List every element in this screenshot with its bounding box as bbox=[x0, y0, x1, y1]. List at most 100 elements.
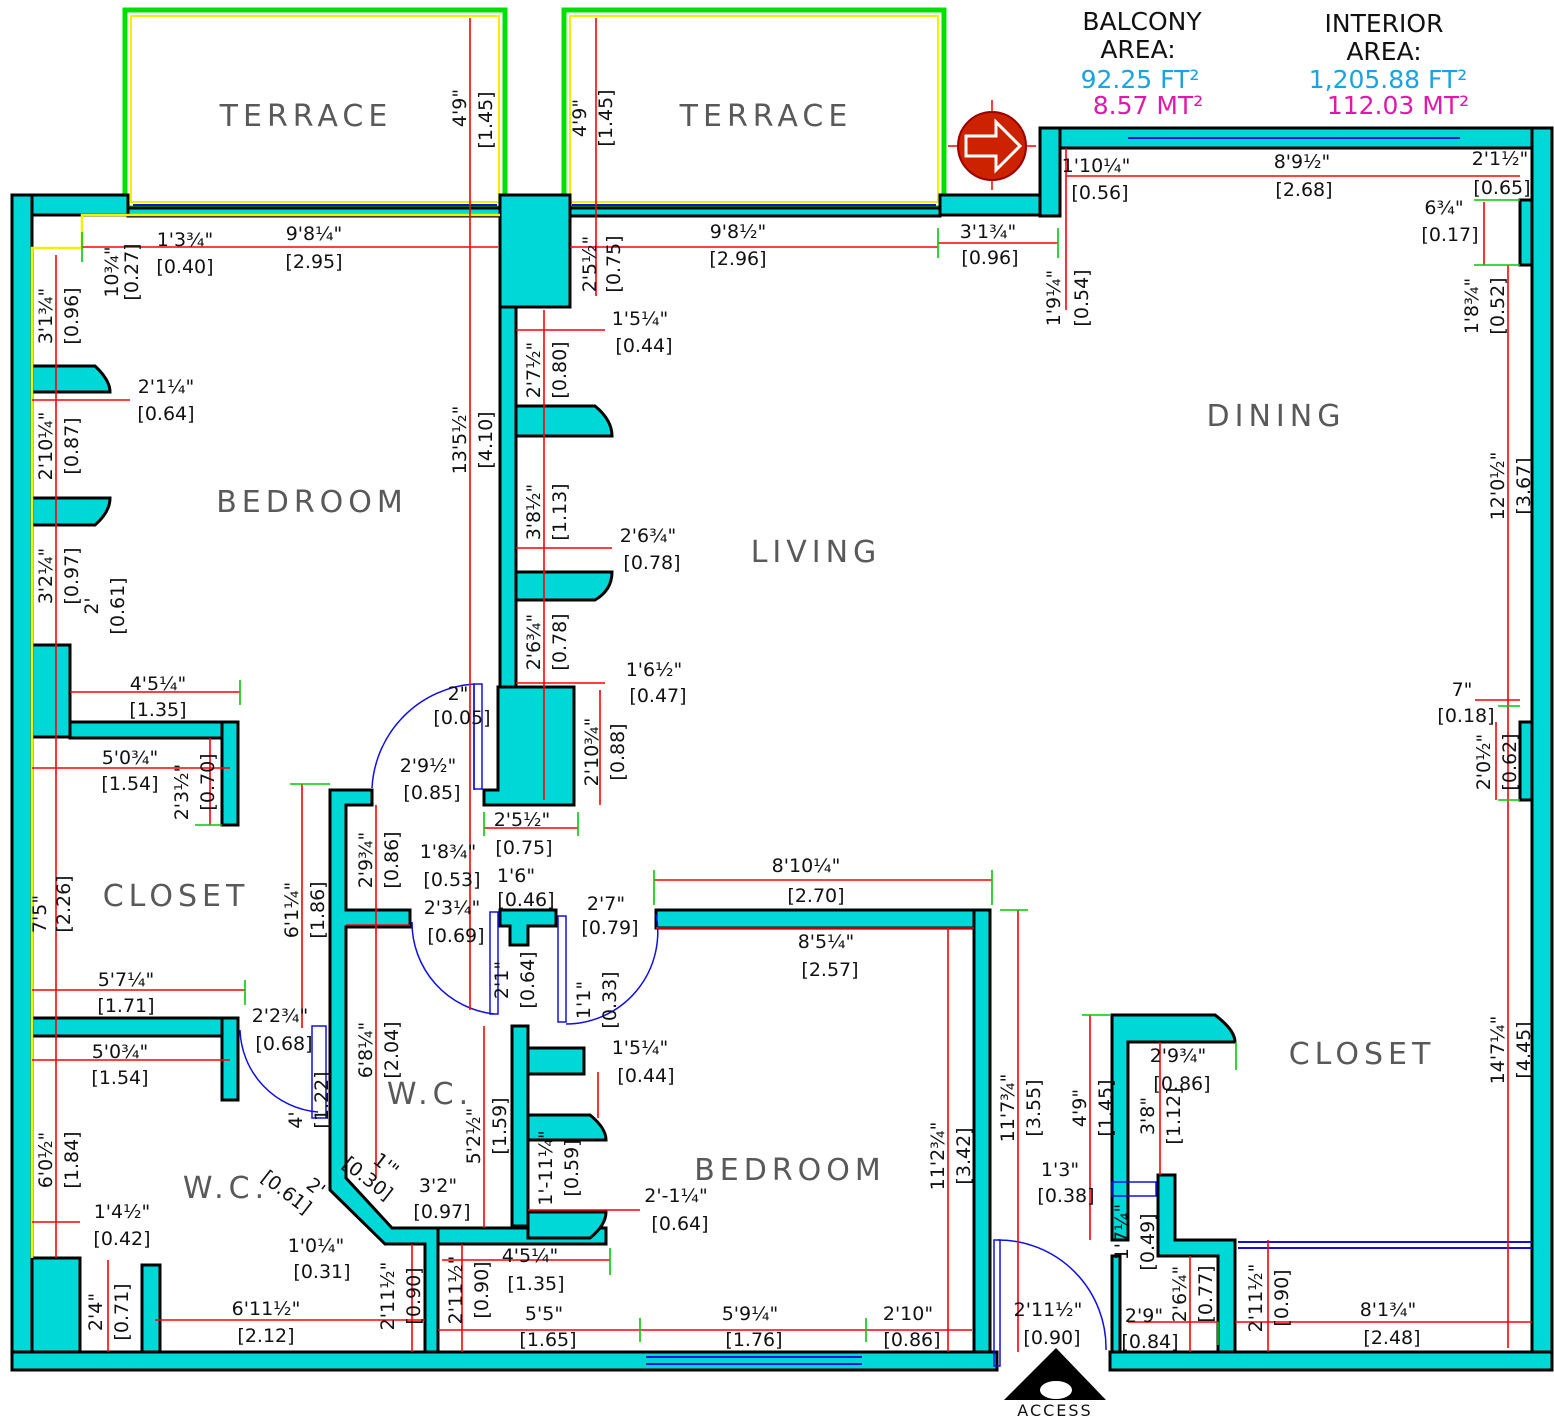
interior-title-2: AREA: bbox=[1346, 37, 1421, 66]
dim-a6-met: [0.87] bbox=[61, 417, 83, 474]
dim-d22-imp: 4'5¼" bbox=[502, 1245, 559, 1267]
dim-d4-imp: 2'7" bbox=[587, 893, 625, 915]
dimension-labels: 1'3¾" [0.40] 9'8¼" [2.95] 2'1¼" [0.64] 4… bbox=[29, 89, 1535, 1353]
balcony-area-ft: 92.25 FT² bbox=[1081, 65, 1200, 94]
dim-c1-met: [0.56] bbox=[1071, 182, 1128, 204]
dim-d4-met: [0.79] bbox=[581, 917, 638, 939]
dim-t1: 4'9" [1.45] bbox=[449, 89, 497, 149]
dim-b9-met: [0.47] bbox=[629, 685, 686, 707]
dim-f10-imp: 8'1¾" bbox=[1360, 1299, 1417, 1321]
dim-b3-imp: 2'5½" bbox=[579, 236, 601, 293]
dim-d10: 6'8¼" [2.04] bbox=[355, 1021, 403, 1078]
dim-d1-met: [0.86] bbox=[381, 831, 403, 888]
dim-a10-imp: 4'5¼" bbox=[130, 673, 187, 695]
dim-c5-met: [0.54] bbox=[1071, 269, 1093, 326]
dim-f5: 1'7¼" [0.49] bbox=[1111, 1204, 1159, 1271]
dimension-lines bbox=[32, 18, 1532, 1352]
dim-d17-imp: 2'11½" bbox=[445, 1256, 467, 1325]
dim-f4-met: [0.38] bbox=[1037, 1185, 1094, 1207]
dim-a7: 13'5½" [4.10] bbox=[449, 406, 497, 475]
dim-b8-met: [0.78] bbox=[549, 613, 571, 670]
dim-d21-imp: 2'-1¼" bbox=[644, 1185, 707, 1207]
dim-d1: 2'9¾" [0.86] bbox=[355, 831, 403, 888]
dim-c3-imp: 2'1½" bbox=[1472, 148, 1529, 170]
dim-d14-met: [0.97] bbox=[413, 1201, 470, 1223]
room-label-living: LIVING bbox=[751, 535, 882, 570]
dim-d8-imp: 1'1" bbox=[573, 981, 595, 1019]
dim-a4: 3'1¾" [0.96] bbox=[35, 287, 83, 344]
dim-d10-met: [2.04] bbox=[381, 1021, 403, 1078]
dim-c6-met: [0.52] bbox=[1487, 277, 1509, 334]
balcony-title-1: BALCONY bbox=[1082, 7, 1202, 36]
dim-a7-met: [4.10] bbox=[475, 411, 497, 468]
dim-d5: 6'1¼" [1.86] bbox=[281, 881, 329, 938]
dim-d20-met: [0.44] bbox=[617, 1065, 674, 1087]
dim-f6-met: [0.77] bbox=[1195, 1265, 1217, 1322]
dim-f3-met: [1.12] bbox=[1163, 1087, 1185, 1144]
extension-lines bbox=[81, 199, 1520, 1345]
dim-b11-met: [0.05] bbox=[433, 707, 490, 729]
dim-d21-met: [0.64] bbox=[651, 1213, 708, 1235]
dim-a1-imp: 1'3¾" bbox=[157, 229, 214, 251]
dim-a11-met: [1.54] bbox=[101, 773, 158, 795]
dim-a12: 2'3½" [0.70] bbox=[171, 753, 219, 820]
dim-a7-imp: 13'5½" bbox=[449, 406, 471, 475]
dim-b6-imp: 3'8½" bbox=[523, 484, 545, 541]
dim-b10-imp: 2'10¾" bbox=[581, 718, 603, 787]
dim-b6: 3'8½" [1.13] bbox=[523, 483, 571, 540]
dim-c1-imp: 1'10¼" bbox=[1062, 155, 1131, 177]
dim-a6: 2'10¼" [0.87] bbox=[35, 412, 83, 481]
dim-c10: 14'7¼" [4.45] bbox=[1487, 1016, 1535, 1085]
dim-b3-met: [0.75] bbox=[603, 235, 625, 292]
dim-d11: 4' [1.22] bbox=[285, 1071, 333, 1128]
dim-e4-imp: 11'7¾" bbox=[997, 1074, 1019, 1143]
dim-c5: 1'9¼" [0.54] bbox=[1043, 269, 1093, 326]
dim-a19-met: [2.12] bbox=[237, 1325, 294, 1347]
doors bbox=[239, 683, 1157, 1367]
dim-a13: 7'5" [2.26] bbox=[29, 875, 75, 933]
dim-a5-met: [0.64] bbox=[137, 403, 194, 425]
dim-b5-imp: 2'7½" bbox=[523, 342, 545, 399]
dim-e5-imp: 5'9¼" bbox=[722, 1303, 779, 1325]
dim-d11-met: [1.22] bbox=[311, 1071, 333, 1128]
dim-f3-imp: 3'8" bbox=[1137, 1097, 1159, 1135]
dim-d19: 1'-11¼" [0.59] bbox=[535, 1130, 583, 1206]
dim-a11-imp: 5'0¾" bbox=[102, 747, 159, 769]
dim-b13-imp: 2'5½" bbox=[494, 809, 551, 831]
dim-a9-met: [0.61] bbox=[107, 577, 129, 634]
dim-d1-imp: 2'9¾" bbox=[355, 832, 377, 889]
dim-f2-met: [0.86] bbox=[1153, 1073, 1210, 1095]
dim-a5-imp: 2'1¼" bbox=[138, 376, 195, 398]
dim-a13-imp: 7'5" bbox=[29, 895, 51, 933]
dim-d23-met: [1.65] bbox=[519, 1329, 576, 1351]
dim-a16-met: [1.84] bbox=[61, 1131, 83, 1188]
dim-f6: 2'6¼" [0.77] bbox=[1169, 1265, 1217, 1322]
dim-c7-met: [3.67] bbox=[1513, 457, 1535, 514]
dim-d5-imp: 6'1¼" bbox=[281, 882, 303, 939]
dim-a17-imp: 1'4½" bbox=[94, 1201, 151, 1223]
dim-b5-met: [0.80] bbox=[549, 341, 571, 398]
dim-b1-imp: 9'8½" bbox=[710, 221, 767, 243]
dim-a18: 2'4" [0.71] bbox=[85, 1283, 133, 1340]
dim-a8: 3'2¼" [0.97] bbox=[35, 547, 83, 604]
interior-title-1: INTERIOR bbox=[1325, 9, 1444, 38]
dim-e3-imp: 11'2¾" bbox=[927, 1122, 949, 1191]
dim-c10-imp: 14'7¼" bbox=[1487, 1016, 1509, 1085]
dim-d15-imp: 1'0¼" bbox=[288, 1235, 345, 1257]
dim-d7: 2'1" [0.64] bbox=[491, 951, 539, 1008]
dim-f5-imp: 1'7¼" bbox=[1111, 1204, 1133, 1261]
room-label-closet-left: CLOSET bbox=[103, 879, 250, 914]
dim-c6-imp: 1'8¾" bbox=[1461, 278, 1483, 335]
dim-a18-met: [0.71] bbox=[111, 1283, 133, 1340]
dim-f9-met: [0.90] bbox=[1271, 1269, 1293, 1326]
dim-d17: 2'11½" [0.90] bbox=[445, 1256, 493, 1325]
dim-d7-met: [0.64] bbox=[517, 951, 539, 1008]
dim-b11-imp: 2" bbox=[448, 683, 469, 705]
room-label-wc-lower: W.C. bbox=[183, 1171, 269, 1206]
dim-d2-imp: 1'8¾" bbox=[420, 841, 477, 863]
dim-d9-met: [0.68] bbox=[255, 1033, 312, 1055]
dim-c9-met: [0.62] bbox=[1499, 733, 1521, 790]
dim-d19-imp: 1'-11¼" bbox=[535, 1130, 557, 1206]
dim-f1-met: [1.45] bbox=[1095, 1079, 1117, 1136]
